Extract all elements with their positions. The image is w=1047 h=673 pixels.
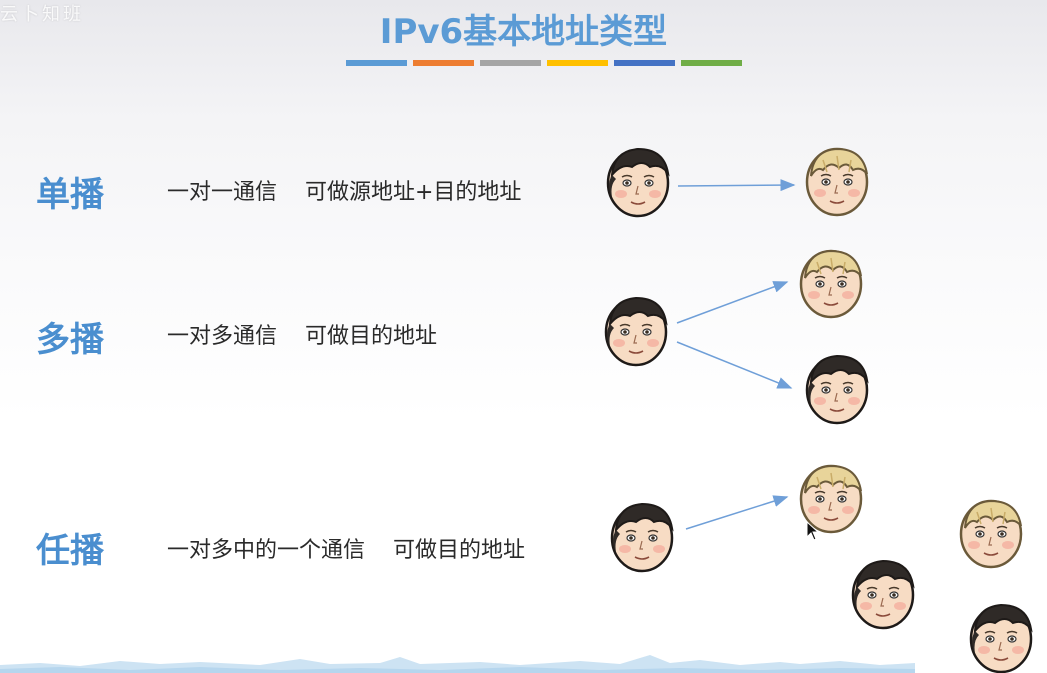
unicast-label: 单播: [36, 175, 104, 215]
dark-haired-person-icon: [961, 597, 1041, 673]
blond-person-icon: [797, 140, 877, 224]
blond-person-icon: [791, 242, 871, 326]
anycast-description: 一对多中的一个通信 可做目的地址: [167, 538, 525, 563]
multicast-description: 一对多通信 可做目的地址: [167, 324, 437, 349]
accent-bar: [547, 60, 608, 66]
anycast-arrow: [685, 495, 789, 530]
anycast-label: 任播: [36, 531, 104, 571]
multicast-label: 多播: [36, 320, 104, 360]
dark-haired-person-icon: [843, 553, 923, 637]
blond-person-icon: [951, 492, 1031, 576]
dark-haired-person-icon: [596, 290, 676, 374]
accent-bar: [413, 60, 474, 66]
dark-haired-person-icon: [797, 348, 877, 432]
watermark: 云卜知班: [0, 4, 84, 25]
accent-bar: [614, 60, 675, 66]
unicast-arrow: [677, 179, 796, 192]
slide-title: IPv6基本地址类型: [379, 12, 668, 52]
accent-bar: [346, 60, 407, 66]
dark-haired-person-icon: [602, 496, 682, 580]
decorative-mountains: [0, 655, 915, 673]
multicast-arrow-up: [676, 281, 789, 324]
accent-bar: [681, 60, 742, 66]
multicast-arrow-down: [676, 341, 793, 389]
accent-bars: [346, 60, 742, 66]
dark-haired-person-icon: [598, 141, 678, 225]
unicast-description: 一对一通信 可做源地址+目的地址: [167, 180, 522, 205]
mouse-cursor-icon: [806, 521, 820, 541]
blond-person-icon: [791, 457, 871, 541]
accent-bar: [480, 60, 541, 66]
